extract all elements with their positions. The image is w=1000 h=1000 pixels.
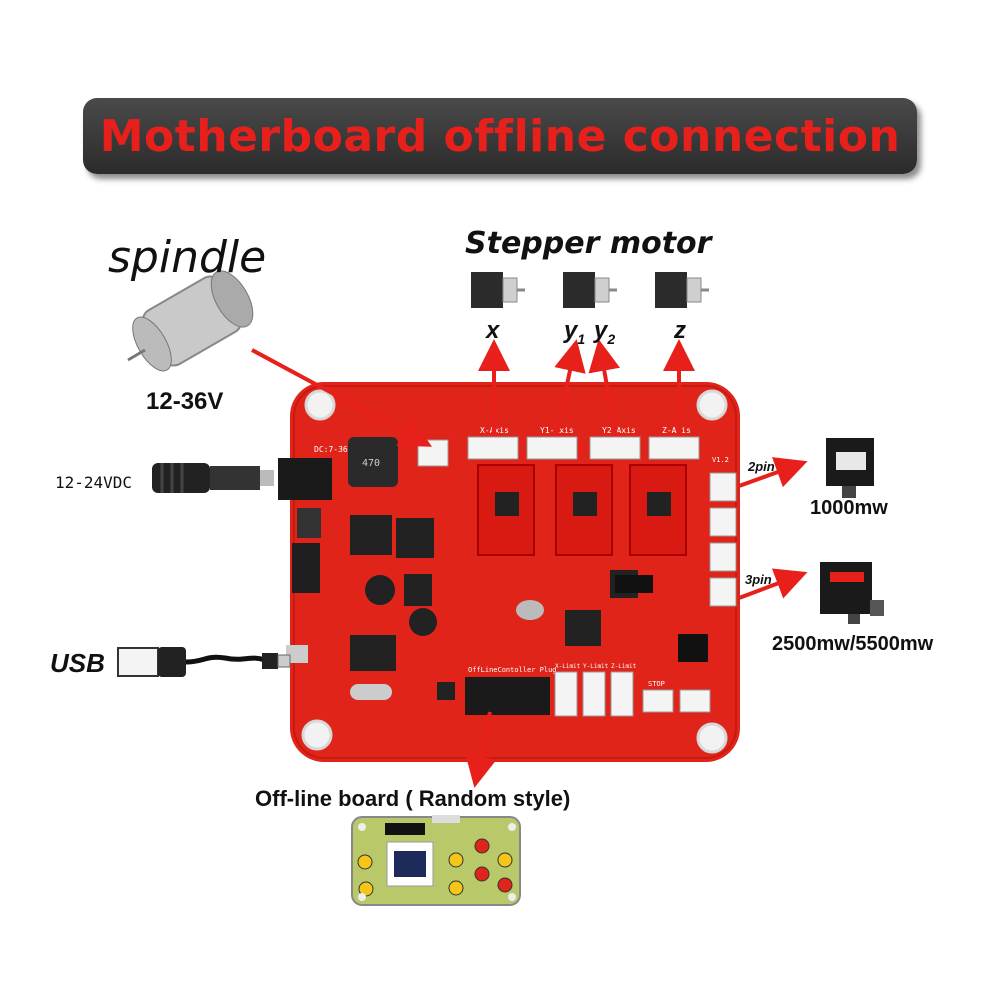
mounting-holes [301,389,728,754]
laser-power-low: 1000mw [810,497,888,519]
capacitor-c [409,608,437,636]
axis-label-y1: y1 [564,317,586,347]
pin-label-3pin: 3pin [745,572,772,587]
arrow-offline [465,711,497,788]
y-limit-connector [582,671,606,717]
spindle-voltage: 12-36V [146,388,224,415]
crystal-2 [350,684,392,700]
arrow-y1 [554,339,586,437]
laser-connectors [709,472,737,607]
silk-stop: STOP [648,680,665,688]
regulator-2 [396,518,434,558]
usb-label: USB [50,648,105,678]
stepper-drivers [477,464,687,556]
inductor-470 [404,574,432,606]
dc-jack [278,458,332,500]
silk-version: V1.2 [712,456,729,464]
usb-port [286,645,308,663]
axis-connectors [467,436,700,460]
spindle-motor [127,270,254,372]
silk-y2-axis: Y2-Axis [602,426,636,435]
usb-chip [350,635,396,671]
silk-xlimit: X-Limit [555,663,581,670]
silk-ylimit: Y-Limit [583,663,609,670]
inductor [348,437,398,487]
x-limit-connector [554,671,578,717]
capacitor-b [365,575,395,605]
header-2 [678,634,708,662]
stepper-motor-y [563,272,617,308]
silk-inductor: 470 [362,458,380,469]
page-title: Motherboard offline connection [99,110,901,162]
stepper-motor-x [471,272,525,308]
offline-plug [465,677,550,715]
arrow-spindle [251,348,433,447]
capacitor-a [297,508,321,538]
power-switch [292,543,320,593]
reset-button [437,682,455,700]
usb-cable [117,647,291,677]
laser-power-high: 2500mw/5500mw [772,633,934,655]
laser-module-2500mw [820,562,884,624]
header-1 [615,575,653,593]
motherboard: X-Axis Y1-Axis Y2-Axis Z-Axis DC:7-36V V… [278,382,740,762]
spindle-label: spindle [108,232,267,283]
dc-power-plug [152,463,274,493]
arrow-y2 [588,339,620,437]
regulator-1 [350,515,392,555]
connection-arrows [251,339,808,788]
silk-dc: DC:7-36V [314,445,353,454]
z-limit-connector [610,671,634,717]
axis-label-y2: y2 [594,317,616,347]
silk-zlimit: Z-Limit [611,663,637,670]
stepper-motor-z [655,272,709,308]
offline-board-label: Off-line board ( Random style) [255,786,571,811]
axis-label-x: x [486,317,500,344]
stop-connector [642,689,674,713]
title-banner: Motherboard offline connection [83,98,917,174]
pin-label-2pin: 2pin [748,459,775,474]
crystal [516,600,544,620]
stepper-motors [471,272,709,308]
offline-board [351,815,521,906]
power-label: 12-24VDC [55,473,133,492]
arrow-laser-2pin [738,457,808,488]
aux-connector [679,689,711,713]
silk-plug: OffLineContoller Plug [468,666,557,674]
axis-label-z: z [674,317,686,344]
silk-z-axis: Z-Axis [662,426,691,435]
stepper-label: Stepper motor [465,226,712,261]
laser-module-1000mw [826,438,874,498]
arrow-laser-3pin [738,568,808,600]
mcu-chip [565,610,601,646]
